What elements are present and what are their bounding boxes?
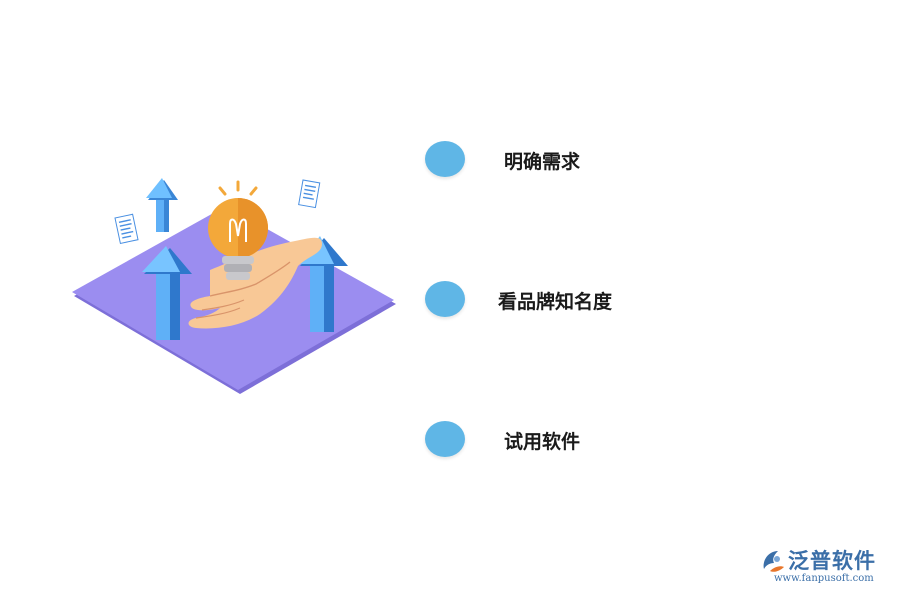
fanpu-logo-icon — [763, 551, 784, 572]
up-arrow-icon — [146, 178, 178, 232]
brand-url: www.fanpusoft.com — [774, 573, 874, 584]
hand-icon — [188, 237, 322, 329]
step-label: 试用软件 — [504, 431, 581, 453]
idea-illustration — [72, 178, 396, 394]
step-item-2: 看品牌知名度 — [425, 281, 725, 321]
bullet-dot — [425, 141, 465, 177]
step-item-1: 明确需求 — [425, 141, 725, 181]
bullet-dot — [425, 421, 465, 457]
up-arrow-icon — [142, 246, 192, 340]
brand-name: 泛普软件 — [788, 549, 876, 573]
bullet-dot — [425, 281, 465, 317]
document-icon — [298, 179, 321, 209]
document-icon — [114, 213, 139, 245]
light-bulb-icon — [208, 180, 268, 280]
brand-watermark: 泛普软件 www.fanpusoft.com — [760, 547, 890, 592]
step-item-3: 试用软件 — [425, 421, 725, 461]
step-label: 明确需求 — [504, 151, 581, 173]
step-label: 看品牌知名度 — [498, 291, 613, 313]
